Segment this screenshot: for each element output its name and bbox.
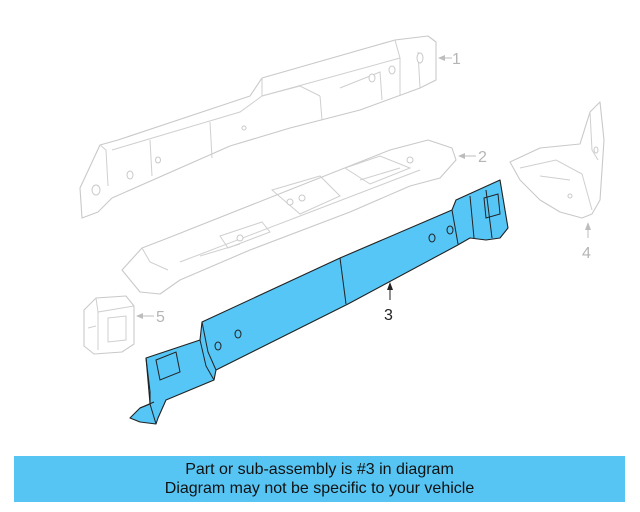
callout-5: 5 <box>136 309 165 326</box>
banner-line-1: Part or sub-assembly is #3 in diagram <box>185 461 454 478</box>
callout-4-label: 4 <box>582 245 591 262</box>
part-1-upper-panel <box>79 35 437 219</box>
part-3-highlighted-panel <box>129 179 509 425</box>
part-2-cross-member <box>121 139 457 295</box>
callout-1: 1 <box>438 51 461 68</box>
parts-diagram: 1 2 3 4 5 <box>79 35 605 425</box>
callout-1-label: 1 <box>452 51 461 68</box>
info-banner: Part or sub-assembly is #3 in diagram Di… <box>14 456 625 502</box>
callout-5-label: 5 <box>156 309 165 326</box>
part-5-clip <box>83 295 135 355</box>
callout-3: 3 <box>384 282 393 324</box>
callout-2-label: 2 <box>478 149 487 166</box>
banner-line-2: Diagram may not be specific to your vehi… <box>164 480 475 497</box>
callout-4: 4 <box>582 222 591 262</box>
callout-3-label: 3 <box>384 307 393 324</box>
callout-2: 2 <box>458 149 487 166</box>
part-4-side-bracket <box>509 101 605 219</box>
